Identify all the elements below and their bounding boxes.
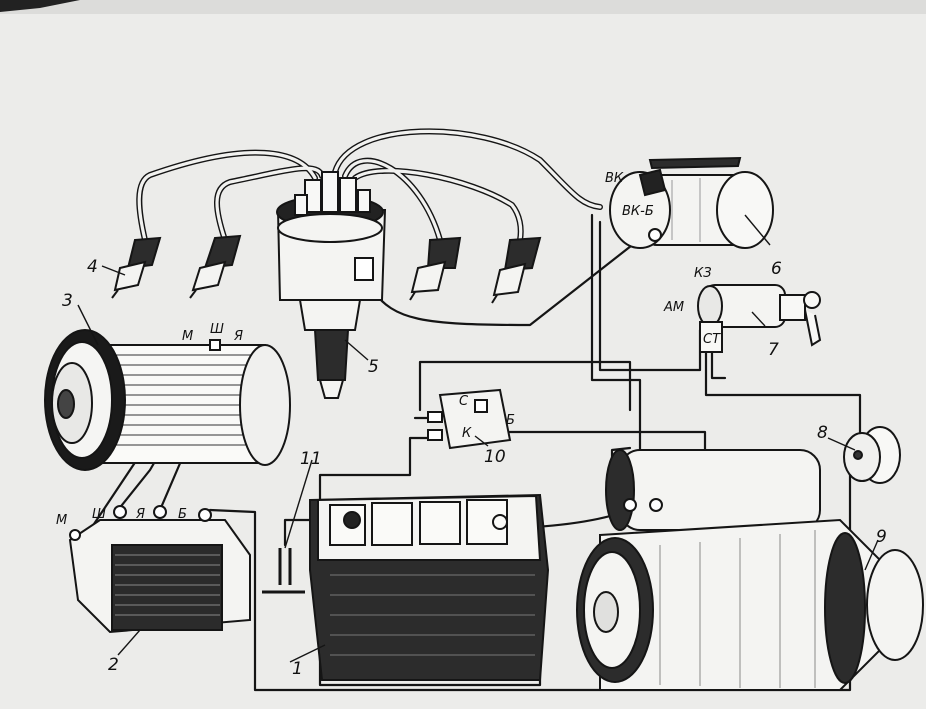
spark-plug-4 bbox=[491, 236, 542, 304]
label-generator-ya: Я bbox=[233, 329, 243, 344]
label-regulator-m: М bbox=[56, 513, 67, 528]
label-regulator-b: Б bbox=[178, 507, 187, 522]
label-distributor-number: 5 bbox=[368, 357, 379, 377]
label-spark-plug-number: 4 bbox=[87, 257, 98, 277]
label-relay-k: К bbox=[462, 426, 472, 441]
ignition-coil bbox=[609, 156, 774, 249]
spark-plug-3 bbox=[409, 236, 462, 301]
label-coil-vkb: ВК-Б bbox=[622, 204, 654, 219]
battery bbox=[309, 493, 550, 681]
terminal-labels: М Ш Я М Ш Я Б ВК ВК-Б КЗ АМ СТ С Б К bbox=[56, 171, 721, 528]
label-switch-st: СТ bbox=[703, 332, 721, 347]
label-regulator-sh: Ш bbox=[92, 507, 106, 522]
label-generator-number: 3 bbox=[62, 291, 73, 311]
horn bbox=[843, 426, 901, 484]
label-switch-kz: КЗ bbox=[694, 266, 712, 281]
label-switch-am: АМ bbox=[663, 300, 684, 315]
spark-plug-2 bbox=[189, 234, 242, 299]
label-ignition-coil-number: 6 bbox=[771, 259, 782, 279]
component-labels: 1 2 3 4 5 6 7 8 9 10 11 bbox=[62, 257, 887, 679]
label-horn-number: 8 bbox=[817, 423, 828, 443]
label-relay-b: Б bbox=[506, 413, 515, 428]
label-regulator-ya: Я bbox=[135, 507, 145, 522]
ground-switch bbox=[262, 548, 305, 594]
label-generator-sh: Ш bbox=[210, 322, 224, 337]
label-relay-s: С bbox=[459, 394, 469, 409]
label-starter-number: 9 bbox=[876, 527, 887, 547]
generator bbox=[44, 329, 291, 471]
label-battery-number: 1 bbox=[292, 659, 303, 679]
label-relay-number: 10 bbox=[484, 447, 506, 467]
starter bbox=[576, 449, 924, 691]
spark-plug-1 bbox=[111, 236, 162, 299]
label-ground-switch-number: 11 bbox=[300, 449, 322, 469]
label-ignition-switch-number: 7 bbox=[768, 340, 779, 360]
label-coil-vk: ВК bbox=[605, 171, 624, 186]
leader-lines bbox=[77, 214, 879, 663]
ignition-switch bbox=[697, 284, 822, 353]
label-generator-m: М bbox=[182, 329, 193, 344]
spark-plugs bbox=[111, 234, 542, 304]
label-regulator-number: 2 bbox=[108, 655, 119, 675]
relay bbox=[427, 388, 512, 450]
regulator bbox=[68, 505, 251, 634]
distributor bbox=[276, 171, 387, 399]
